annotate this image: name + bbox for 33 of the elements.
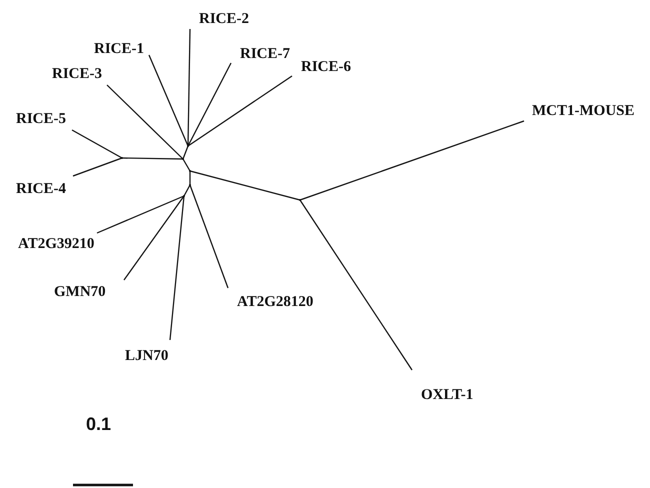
scale-value: 0.1 [86,414,112,434]
tree-branch [124,196,184,280]
tree-branch [183,184,191,196]
taxon-label: AT2G39210 [18,236,94,253]
tree-branch [190,170,300,201]
taxon-label: RICE-2 [199,11,250,28]
tree-branch [189,184,229,288]
tree-branch [182,146,189,160]
tree-branch [187,62,232,146]
tree-branch [300,120,524,201]
tree-branch [187,28,191,146]
tree-branch [169,196,185,340]
taxon-label: RICE-6 [301,59,352,76]
taxon-label: RICE-5 [16,111,66,128]
tree-branch [300,200,412,370]
taxon-label: RICE-7 [240,46,290,63]
tree-branch [106,84,184,160]
taxon-label: RICE-3 [52,66,102,83]
tree-branch [188,76,292,146]
taxon-label: RICE-1 [94,41,144,58]
taxon-label: AT2G28120 [237,294,314,311]
tree-branch [189,171,191,185]
tree-branch [96,195,184,234]
tree-branch [72,129,122,159]
taxon-label: RICE-4 [16,181,66,198]
tree-branch [148,54,189,146]
taxon-label: LJN70 [125,348,168,365]
tree-branch [122,157,184,160]
taxon-label: MCT1-MOUSE [532,103,634,120]
tree-branch [182,158,191,172]
taxon-label: OXLT-1 [421,387,474,404]
taxon-label: GMN70 [54,284,106,301]
tree-branch [72,157,122,177]
